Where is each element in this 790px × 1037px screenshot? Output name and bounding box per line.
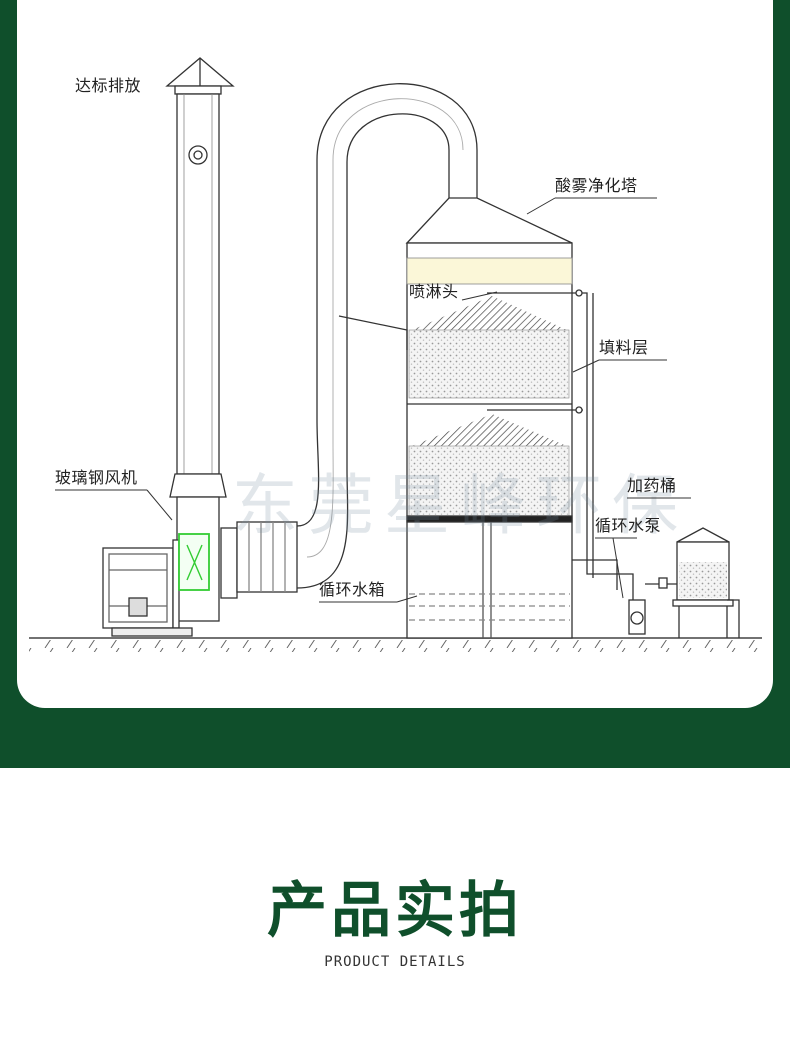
inlet-duct [220, 83, 478, 599]
section-subtitle: PRODUCT DETAILS [324, 954, 466, 970]
label-dosing-tank: 加药桶 [627, 476, 677, 495]
exhaust-stack [165, 57, 235, 622]
label-fan: 玻璃钢风机 [55, 468, 138, 487]
scrubber-diagram [29, 57, 762, 652]
section-title: 产品实拍 [267, 876, 523, 946]
fan-assembly [102, 533, 210, 637]
scrubber-tower [338, 197, 573, 639]
label-tower: 酸雾净化塔 [555, 176, 638, 195]
label-spray-head: 喷淋头 [409, 282, 459, 301]
label-pump: 循环水泵 [595, 516, 662, 535]
label-packing-layer: 填料层 [599, 338, 649, 357]
label-exhaust: 达标排放 [75, 76, 142, 95]
circulation-piping [487, 289, 677, 635]
dosing-tank [672, 527, 740, 638]
diagram-card: 东莞星峰环保 达标排放 酸雾净化塔 喷淋头 填料层 玻璃钢风机 加药桶 循环水泵… [17, 0, 773, 708]
ground-line [29, 637, 762, 652]
label-water-tank: 循环水箱 [319, 580, 386, 599]
watermark: 东莞星峰环保 [232, 467, 688, 544]
